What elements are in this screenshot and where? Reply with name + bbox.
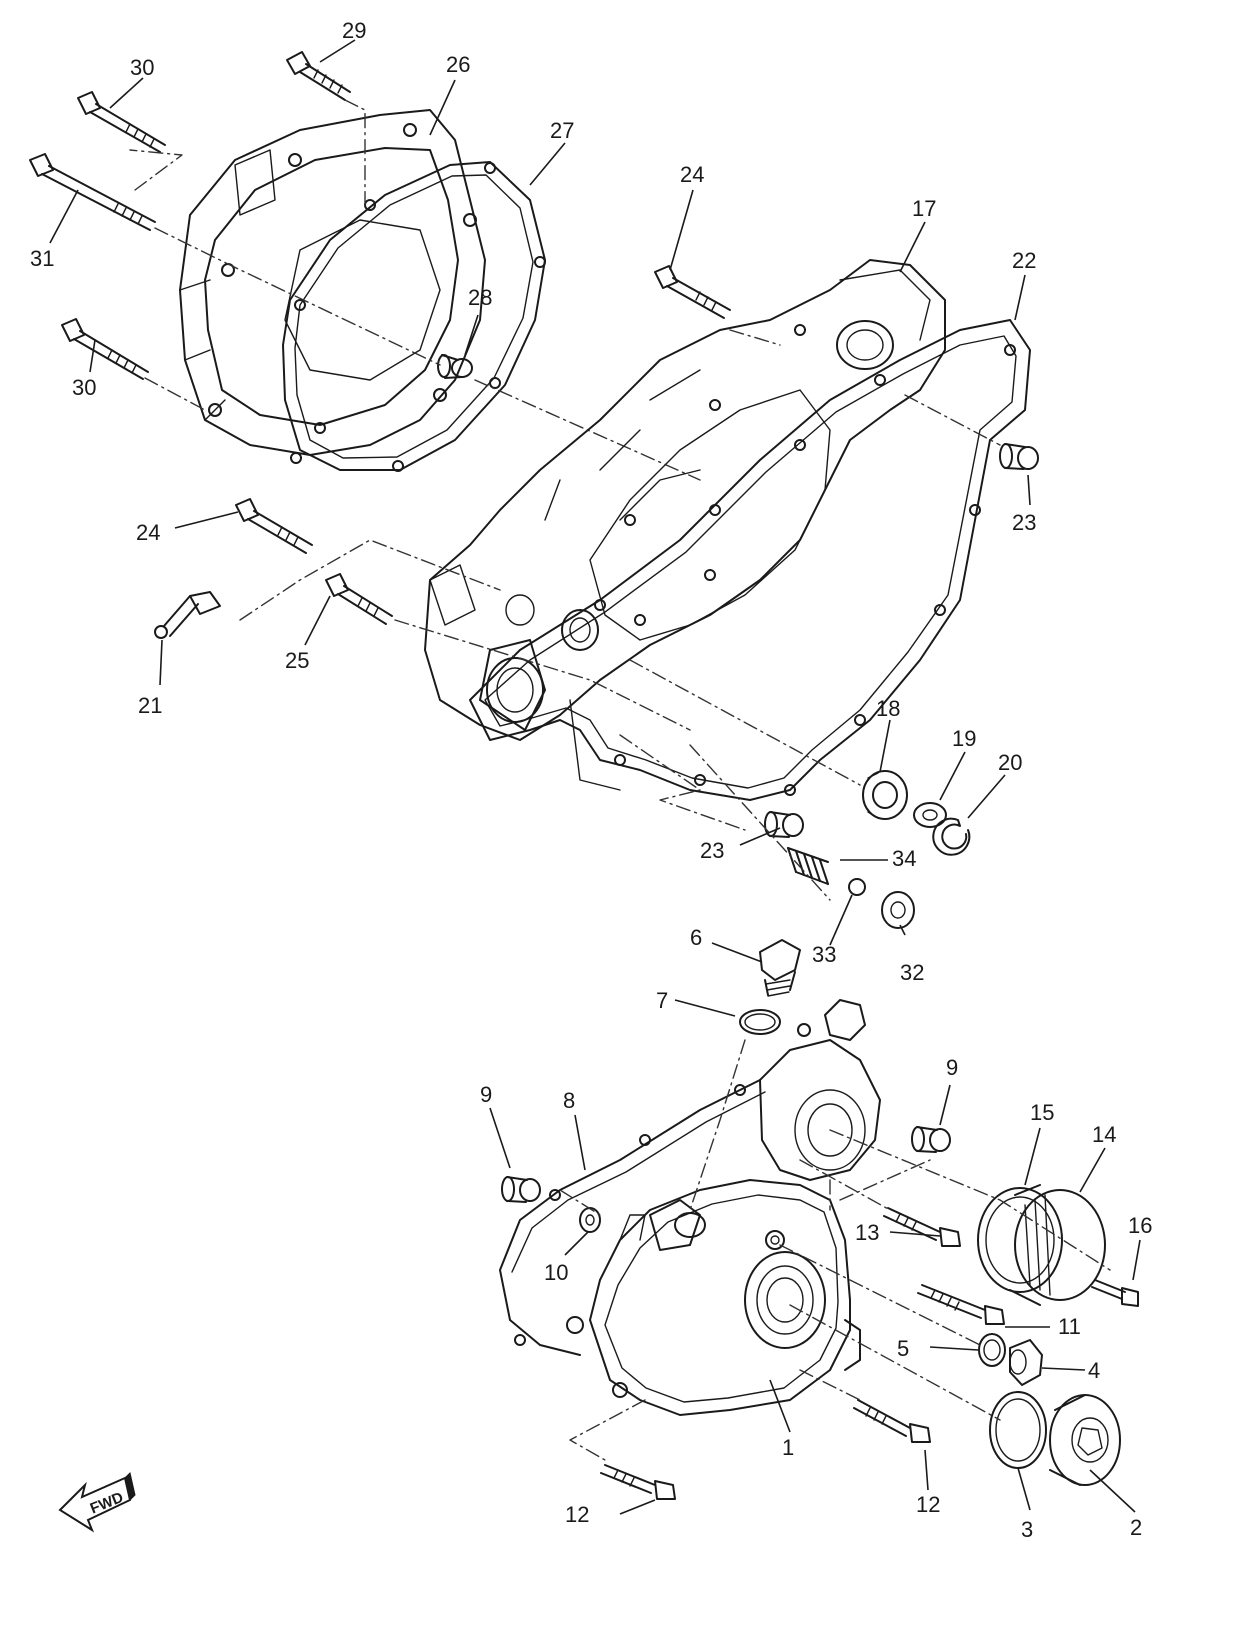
- callout-8: 8: [563, 1088, 575, 1113]
- dowel-pin-9-left: [501, 1176, 541, 1203]
- callout-5: 5: [897, 1336, 909, 1361]
- bolt-30-upper: [77, 91, 166, 153]
- callout-23-lower: 23: [700, 838, 724, 863]
- callout-30-upper: 30: [130, 55, 154, 80]
- bolt-24-lower: [235, 498, 313, 554]
- leader-lines: [49, 39, 1141, 1515]
- callout-9-right: 9: [946, 1055, 958, 1080]
- bolt-30-lower: [61, 318, 149, 380]
- washer-19: [913, 802, 947, 828]
- callout-12-left: 12: [565, 1502, 589, 1527]
- fitting-21: [154, 591, 221, 639]
- forward-direction-arrow: FWD: [58, 1472, 136, 1533]
- circlip-20: [932, 817, 971, 856]
- bolt-12-left: [600, 1464, 676, 1500]
- callout-27: 27: [550, 118, 574, 143]
- oil-seal-18: [862, 770, 908, 820]
- bolt-12-right: [853, 1399, 931, 1443]
- callout-9-left: 9: [480, 1082, 492, 1107]
- callout-26: 26: [446, 52, 470, 77]
- spring-34: [787, 847, 829, 885]
- callout-30-lower: 30: [72, 375, 96, 400]
- bolt-25: [325, 573, 393, 625]
- callout-28: 28: [468, 285, 492, 310]
- o-ring-5: [978, 1333, 1006, 1367]
- callout-17: 17: [912, 196, 936, 221]
- collar-10: [579, 1207, 601, 1233]
- callout-20: 20: [998, 750, 1022, 775]
- callout-15: 15: [1030, 1100, 1054, 1125]
- cap-2: [1049, 1394, 1121, 1486]
- callout-3: 3: [1021, 1517, 1033, 1542]
- plug-4: [1009, 1339, 1043, 1386]
- callout-12-right: 12: [916, 1492, 940, 1517]
- dowel-pin-23-upper: [999, 443, 1039, 470]
- callout-32: 32: [900, 960, 924, 985]
- callout-16: 16: [1128, 1213, 1152, 1238]
- callout-11: 11: [1058, 1314, 1081, 1339]
- crankcase-cover-17: [424, 259, 946, 741]
- plug-32: [881, 891, 915, 929]
- callout-23-upper: 23: [1012, 510, 1036, 535]
- dowel-pin-23-lower: [764, 811, 804, 838]
- water-pump-cover-14: [1009, 1184, 1106, 1306]
- bolt-24-upper: [654, 265, 731, 319]
- ball-33: [848, 878, 866, 896]
- callout-2: 2: [1130, 1515, 1142, 1540]
- bolt-29: [286, 51, 351, 101]
- clutch-cover-gasket-27: [282, 161, 546, 472]
- callout-numbers: 1 2 3 4 5 6 7 8 9 9 10 11 12 12 13 14 15…: [30, 18, 1152, 1542]
- callout-1: 1: [782, 1435, 794, 1460]
- clutch-cover-26: [179, 109, 486, 456]
- bolt-11: [917, 1284, 1005, 1325]
- bolt-13: [883, 1207, 961, 1247]
- callout-10: 10: [544, 1260, 568, 1285]
- assembly-centerlines-lower: [559, 1039, 1111, 1461]
- assembly-centerlines-middle: [239, 329, 1001, 901]
- bolt-16: [1091, 1279, 1139, 1307]
- callout-33: 33: [812, 942, 836, 967]
- callout-18: 18: [876, 696, 900, 721]
- callout-24-lower: 24: [136, 520, 160, 545]
- oil-filler-cap-6: [759, 939, 801, 997]
- callout-7: 7: [656, 988, 668, 1013]
- callout-13: 13: [855, 1220, 879, 1245]
- callout-24-upper: 24: [680, 162, 704, 187]
- crankcase-cover-gasket-22: [469, 319, 1031, 801]
- cover-gasket-15: [977, 1187, 1063, 1293]
- callout-19: 19: [952, 726, 976, 751]
- callout-6: 6: [690, 925, 702, 950]
- o-ring-7: [739, 1009, 781, 1035]
- callout-4: 4: [1088, 1358, 1100, 1383]
- o-ring-3: [989, 1391, 1047, 1469]
- callout-34: 34: [892, 846, 916, 871]
- callout-22: 22: [1012, 248, 1036, 273]
- dowel-pin-28: [437, 354, 473, 379]
- dowel-pin-9-right: [911, 1126, 951, 1153]
- callout-31: 31: [30, 246, 54, 271]
- crankcase-cover-1: [566, 999, 881, 1416]
- callout-21: 21: [138, 693, 162, 718]
- bolt-31: [29, 153, 156, 231]
- callout-29: 29: [342, 18, 366, 43]
- callout-14: 14: [1092, 1122, 1116, 1147]
- cover-gasket-8: [499, 1079, 766, 1356]
- callout-25: 25: [285, 648, 309, 673]
